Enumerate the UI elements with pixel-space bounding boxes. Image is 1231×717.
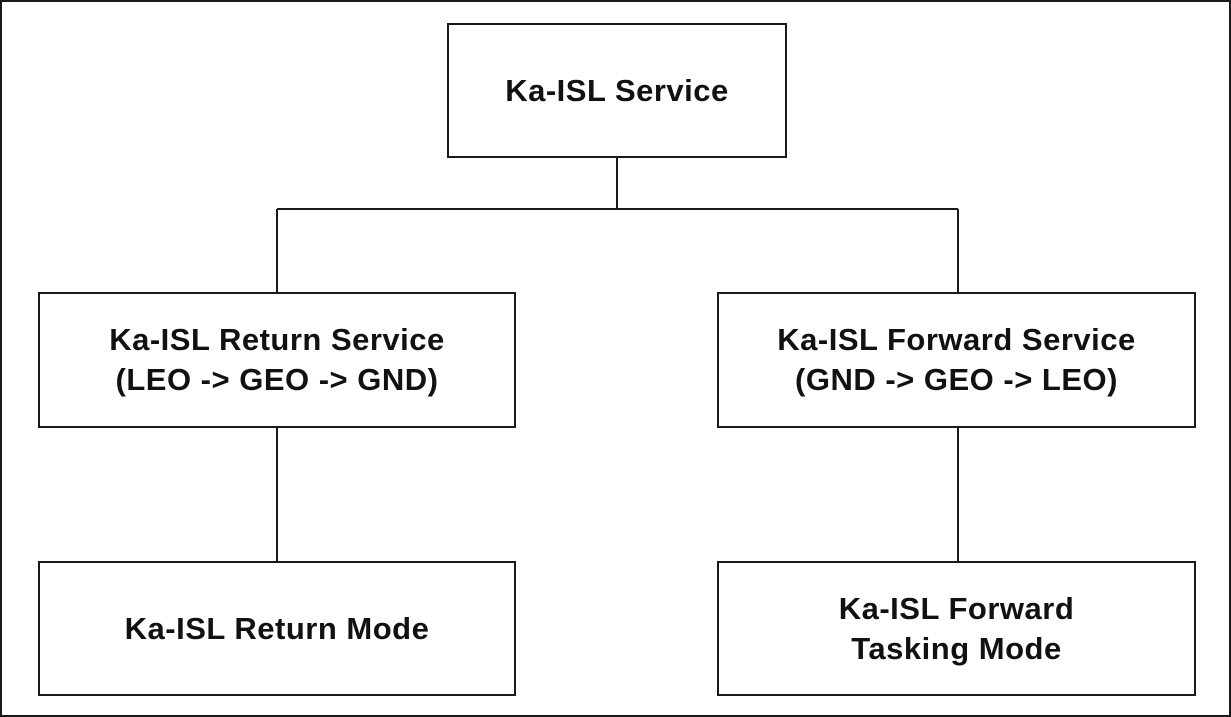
node-label-line: (GND -> GEO -> LEO) xyxy=(795,362,1118,397)
node-ka-isl-return-service: Ka-ISL Return Service (LEO -> GEO -> GND… xyxy=(38,292,516,428)
node-label-line: Ka-ISL Service xyxy=(505,72,729,108)
node-label-line: Ka-ISL Forward xyxy=(838,590,1075,626)
node-ka-isl-forward-service: Ka-ISL Forward Service (GND -> GEO -> LE… xyxy=(717,292,1196,428)
node-label-line: Ka-ISL Return Service xyxy=(109,322,445,357)
node-ka-isl-forward-tasking-mode: Ka-ISL Forward Tasking Mode xyxy=(717,561,1196,696)
node-label-line: (LEO -> GEO -> GND) xyxy=(115,362,439,397)
node-label-line: Tasking Mode xyxy=(851,630,1062,666)
node-ka-isl-return-mode: Ka-ISL Return Mode xyxy=(38,561,516,696)
node-ka-isl-service: Ka-ISL Service xyxy=(447,23,787,158)
node-label-line: Ka-ISL Forward Service xyxy=(777,322,1136,357)
node-label-line: Ka-ISL Return Mode xyxy=(124,610,430,646)
